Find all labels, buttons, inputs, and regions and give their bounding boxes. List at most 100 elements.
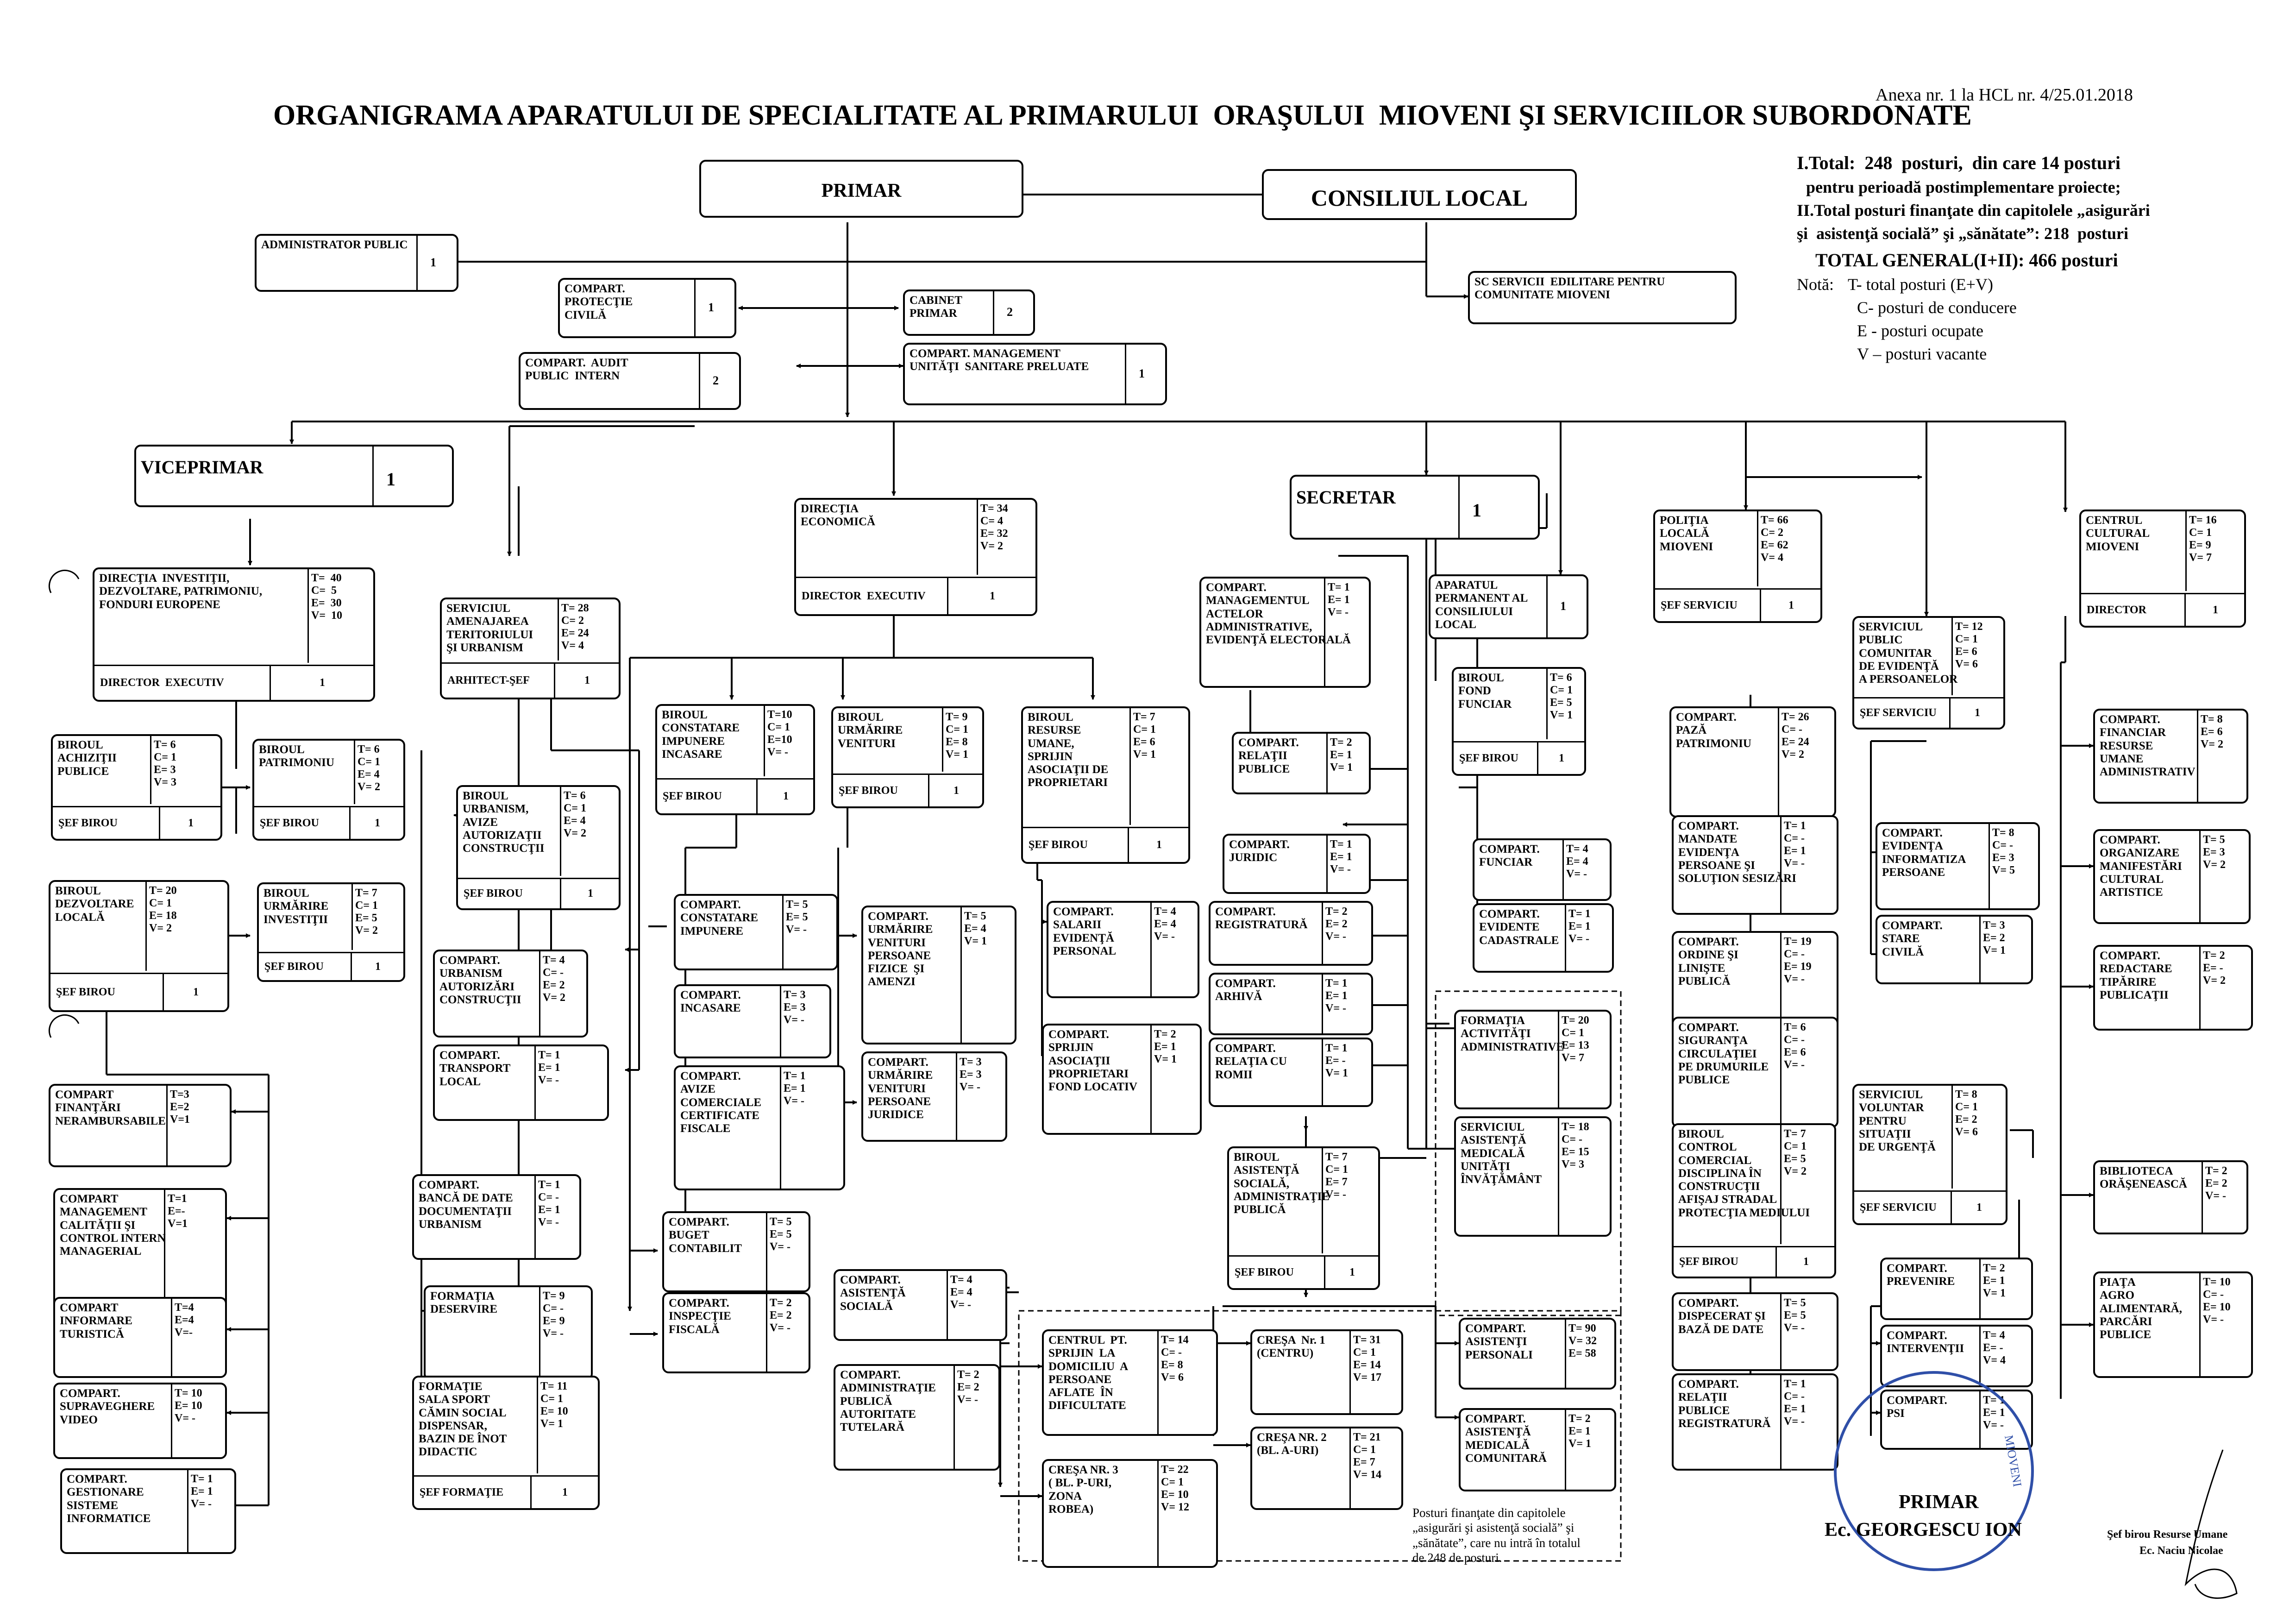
stats-separator — [354, 741, 355, 804]
value-separator — [1125, 345, 1126, 403]
box-label: COMPART. AUDIT PUBLIC INTERN — [525, 357, 628, 383]
box-label: COMPART. REGISTRATURĂ — [1215, 906, 1308, 931]
sub-separator — [414, 1475, 598, 1477]
box-stats: T= 8 C= - E= 3 V= 5 — [1992, 827, 2015, 877]
sub-value-separator — [1951, 1190, 1952, 1223]
box-label: COMPART. INTERVENŢII — [1887, 1329, 1964, 1355]
box-comp-banca-date: COMPART. BANCĂ DE DATE DOCUMENTAŢII URBA… — [412, 1174, 581, 1260]
box-label: BIROUL FOND FUNCIAR — [1458, 672, 1512, 711]
stats-separator — [954, 1366, 955, 1469]
sub-separator — [1454, 741, 1584, 742]
stats-separator — [1150, 1025, 1152, 1133]
sub-value-separator — [163, 973, 164, 1010]
box-stats: T= 19 C= - E= 19 V= - — [1784, 936, 1812, 986]
box-label: COMPART. DISPECERAT ŞI BAZĂ DE DATE — [1678, 1297, 1766, 1336]
box-head-count: 1 — [1788, 599, 1794, 611]
box-label: BIROUL URMĂRIRE VENITURI — [838, 711, 903, 750]
box-head-count: 1 — [1975, 707, 1980, 719]
box-value: 1 — [1472, 500, 1481, 521]
box-head-count: 1 — [188, 817, 194, 829]
stats-separator — [1322, 1148, 1323, 1253]
box-birou-urbanism: BIROUL URBANISM, AVIZE AUTORIZAŢII CONST… — [456, 785, 621, 910]
box-label: COMPART. BANCĂ DE DATE DOCUMENTAŢII URBA… — [419, 1179, 513, 1231]
box-serv-urbanism: SERVICIUL AMENAJAREA TERITORIULUI ŞI URB… — [440, 598, 621, 699]
box-stats: T= 28 C= 2 E= 24 V= 4 — [561, 602, 589, 652]
box-label: DIRECŢIA INVESTIŢII, DEZVOLTARE, PATRIMO… — [99, 572, 263, 611]
box-stats: T= 4 E= 4 V= - — [1154, 906, 1176, 943]
stats-separator — [1562, 840, 1564, 899]
stats-separator — [2185, 511, 2187, 591]
sub-value-separator — [1760, 588, 1761, 621]
box-stats: T= 90 V= 32 E= 58 — [1568, 1322, 1597, 1360]
stats-separator — [1326, 734, 1328, 793]
box-comp-manifestari: COMPART. ORGANIZARE MANIFESTĂRI CULTURAL… — [2093, 829, 2251, 924]
sub-separator — [2081, 593, 2244, 594]
box-label: POLIŢIA LOCALĂ MIOVENI — [1660, 514, 1713, 553]
value-separator — [1458, 477, 1460, 538]
box-label: BIROUL ACHIZIŢII PUBLICE — [57, 739, 117, 778]
legend-title: Notă: — [1797, 275, 1834, 294]
value-separator — [699, 354, 700, 408]
box-stats: T= 3 E= 3 V= - — [784, 989, 806, 1026]
stats-separator — [171, 1299, 172, 1376]
sub-separator — [1023, 827, 1188, 828]
box-serv-asist-medicala: SERVICIUL ASISTENŢĂ MEDICALĂ UNITĂŢI ÎNV… — [1454, 1116, 1612, 1237]
box-label: COMPART. CONSTATARE IMPUNERE — [680, 899, 759, 937]
box-value: 1 — [708, 301, 714, 314]
stats-separator — [1780, 1019, 1782, 1126]
box-value: 1 — [386, 468, 395, 490]
box-cresa1: CREŞA Nr. 1 (CENTRU)T= 31 C= 1 E= 14 V= … — [1250, 1329, 1403, 1415]
stats-separator — [1546, 669, 1548, 739]
box-label: COMPART. EVIDENŢA INFORMATIZA PERSOANE — [1882, 827, 1966, 879]
box-stats: T=4 E=4 V=- — [175, 1302, 194, 1339]
stats-separator — [1157, 1461, 1159, 1566]
stats-separator — [1979, 1327, 1981, 1385]
legend-c: C- posturi de conducere — [1857, 298, 2017, 317]
box-head-count: 1 — [1349, 1266, 1355, 1278]
box-label: COMPART. RELAŢIA CU ROMII — [1215, 1042, 1287, 1081]
box-stats: T= 2 E= 2 V= - — [1325, 906, 1348, 943]
box-stats: T= 5 E= 3 V= 2 — [2203, 834, 2226, 871]
handwritten-signature-icon — [2184, 1449, 2238, 1599]
box-dir-investitii: DIRECŢIA INVESTIŢII, DEZVOLTARE, PATRIMO… — [93, 567, 375, 702]
box-head-count: 1 — [193, 986, 199, 998]
box-stats: T= 11 C= 1 E= 10 V= 1 — [540, 1380, 568, 1430]
legend-e: E - posturi ocupate — [1857, 321, 1983, 340]
box-head-role: ŞEF BIROU — [839, 784, 898, 797]
box-head-count: 1 — [1559, 752, 1564, 764]
stats-separator — [766, 1294, 767, 1371]
box-birou-resurse: BIROUL RESURSE UMANE, SPRIJIN ASOCIAŢII … — [1021, 706, 1190, 864]
stats-separator — [1565, 1320, 1566, 1388]
box-label: DIRECŢIA ECONOMICĂ — [801, 503, 876, 528]
box-label: SERVICIUL PUBLIC COMUNITAR DE EVIDENŢĂ A… — [1859, 621, 1958, 686]
sub-value-separator — [554, 662, 555, 698]
box-label: COMPART. URMĂRIRE VENITURI PERSOANE FIZI… — [868, 910, 933, 988]
box-comp-siguranta: COMPART. SIGURANŢA CIRCULAŢIEI PE DRUMUR… — [1672, 1017, 1838, 1128]
box-label: COMPART. ASISTENŢĂ MEDICALĂ COMUNITARĂ — [1465, 1413, 1547, 1465]
box-value: 1 — [430, 255, 436, 269]
stats-separator — [782, 896, 784, 969]
stats-separator — [1780, 1375, 1782, 1469]
box-label: SERVICIUL AMENAJAREA TERITORIULUI ŞI URB… — [446, 602, 533, 654]
box-management-sanitare: COMPART. MANAGEMENT UNITĂŢI SANITARE PRE… — [903, 343, 1167, 405]
box-label: SERVICIUL VOLUNTAR PENTRU SITUAŢII DE UR… — [1859, 1088, 1936, 1153]
box-label: PIAŢA AGRO ALIMENTARĂ, PARCĂRI PUBLICE — [2100, 1276, 2183, 1341]
box-label: PRIMAR — [821, 180, 902, 201]
stats-separator — [534, 1046, 536, 1119]
box-head-count: 1 — [562, 1486, 568, 1498]
box-value: 2 — [1007, 305, 1013, 319]
box-comp-autoritate-tutelara: COMPART. ADMINISTRAŢIE PUBLICĂ AUTORITAT… — [834, 1364, 1000, 1471]
